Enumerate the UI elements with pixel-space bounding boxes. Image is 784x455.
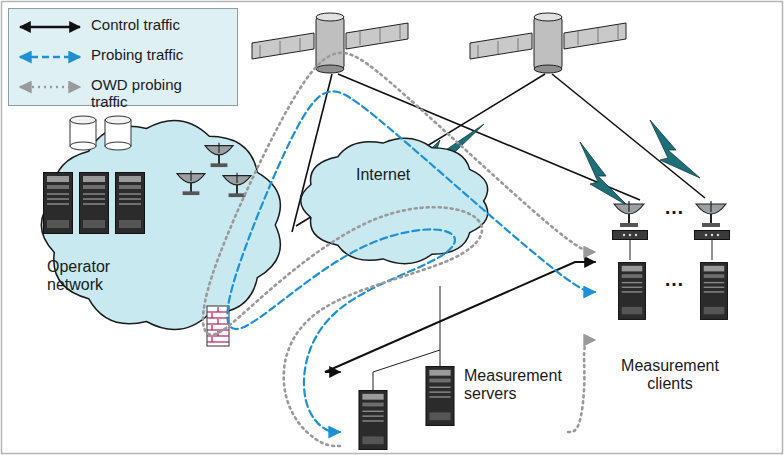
legend-sample — [17, 47, 83, 67]
ellipsis-mark: … — [664, 196, 684, 219]
legend-label: Probing traffic — [91, 47, 221, 64]
ellipsis-mark: … — [664, 268, 684, 291]
legend-entry: Probing traffic — [9, 47, 237, 64]
legend-box: Control trafficProbing trafficOWD probin… — [8, 8, 238, 106]
legend-entry: OWD probing traffic — [9, 77, 237, 110]
server-group: Measurement servers — [340, 345, 568, 451]
satellite — [252, 13, 408, 73]
cloud-outline — [25, 100, 300, 350]
legend-entry: Control traffic — [9, 17, 237, 34]
node-label: Measurement servers — [464, 367, 564, 404]
operator-equipment — [44, 116, 252, 346]
probing-path — [227, 91, 595, 432]
client-group: Measurement clients — [595, 195, 745, 400]
legend-label: OWD probing traffic — [91, 77, 221, 110]
satellite — [470, 13, 626, 73]
node-label: Operator network — [47, 258, 142, 295]
cloud-outline — [288, 126, 503, 276]
cloud-region: Operator network — [25, 100, 300, 350]
legend-sample — [17, 17, 83, 37]
cloud-region: Internet — [288, 126, 503, 276]
legend-label: Control traffic — [91, 17, 221, 34]
legend-sample — [17, 77, 83, 97]
node-label: Measurement clients — [603, 357, 737, 394]
control-arrow — [325, 262, 595, 372]
client-equipment — [613, 201, 730, 319]
owd-path — [568, 340, 595, 432]
node-label: Internet — [356, 166, 446, 184]
server-equipment — [359, 286, 454, 450]
